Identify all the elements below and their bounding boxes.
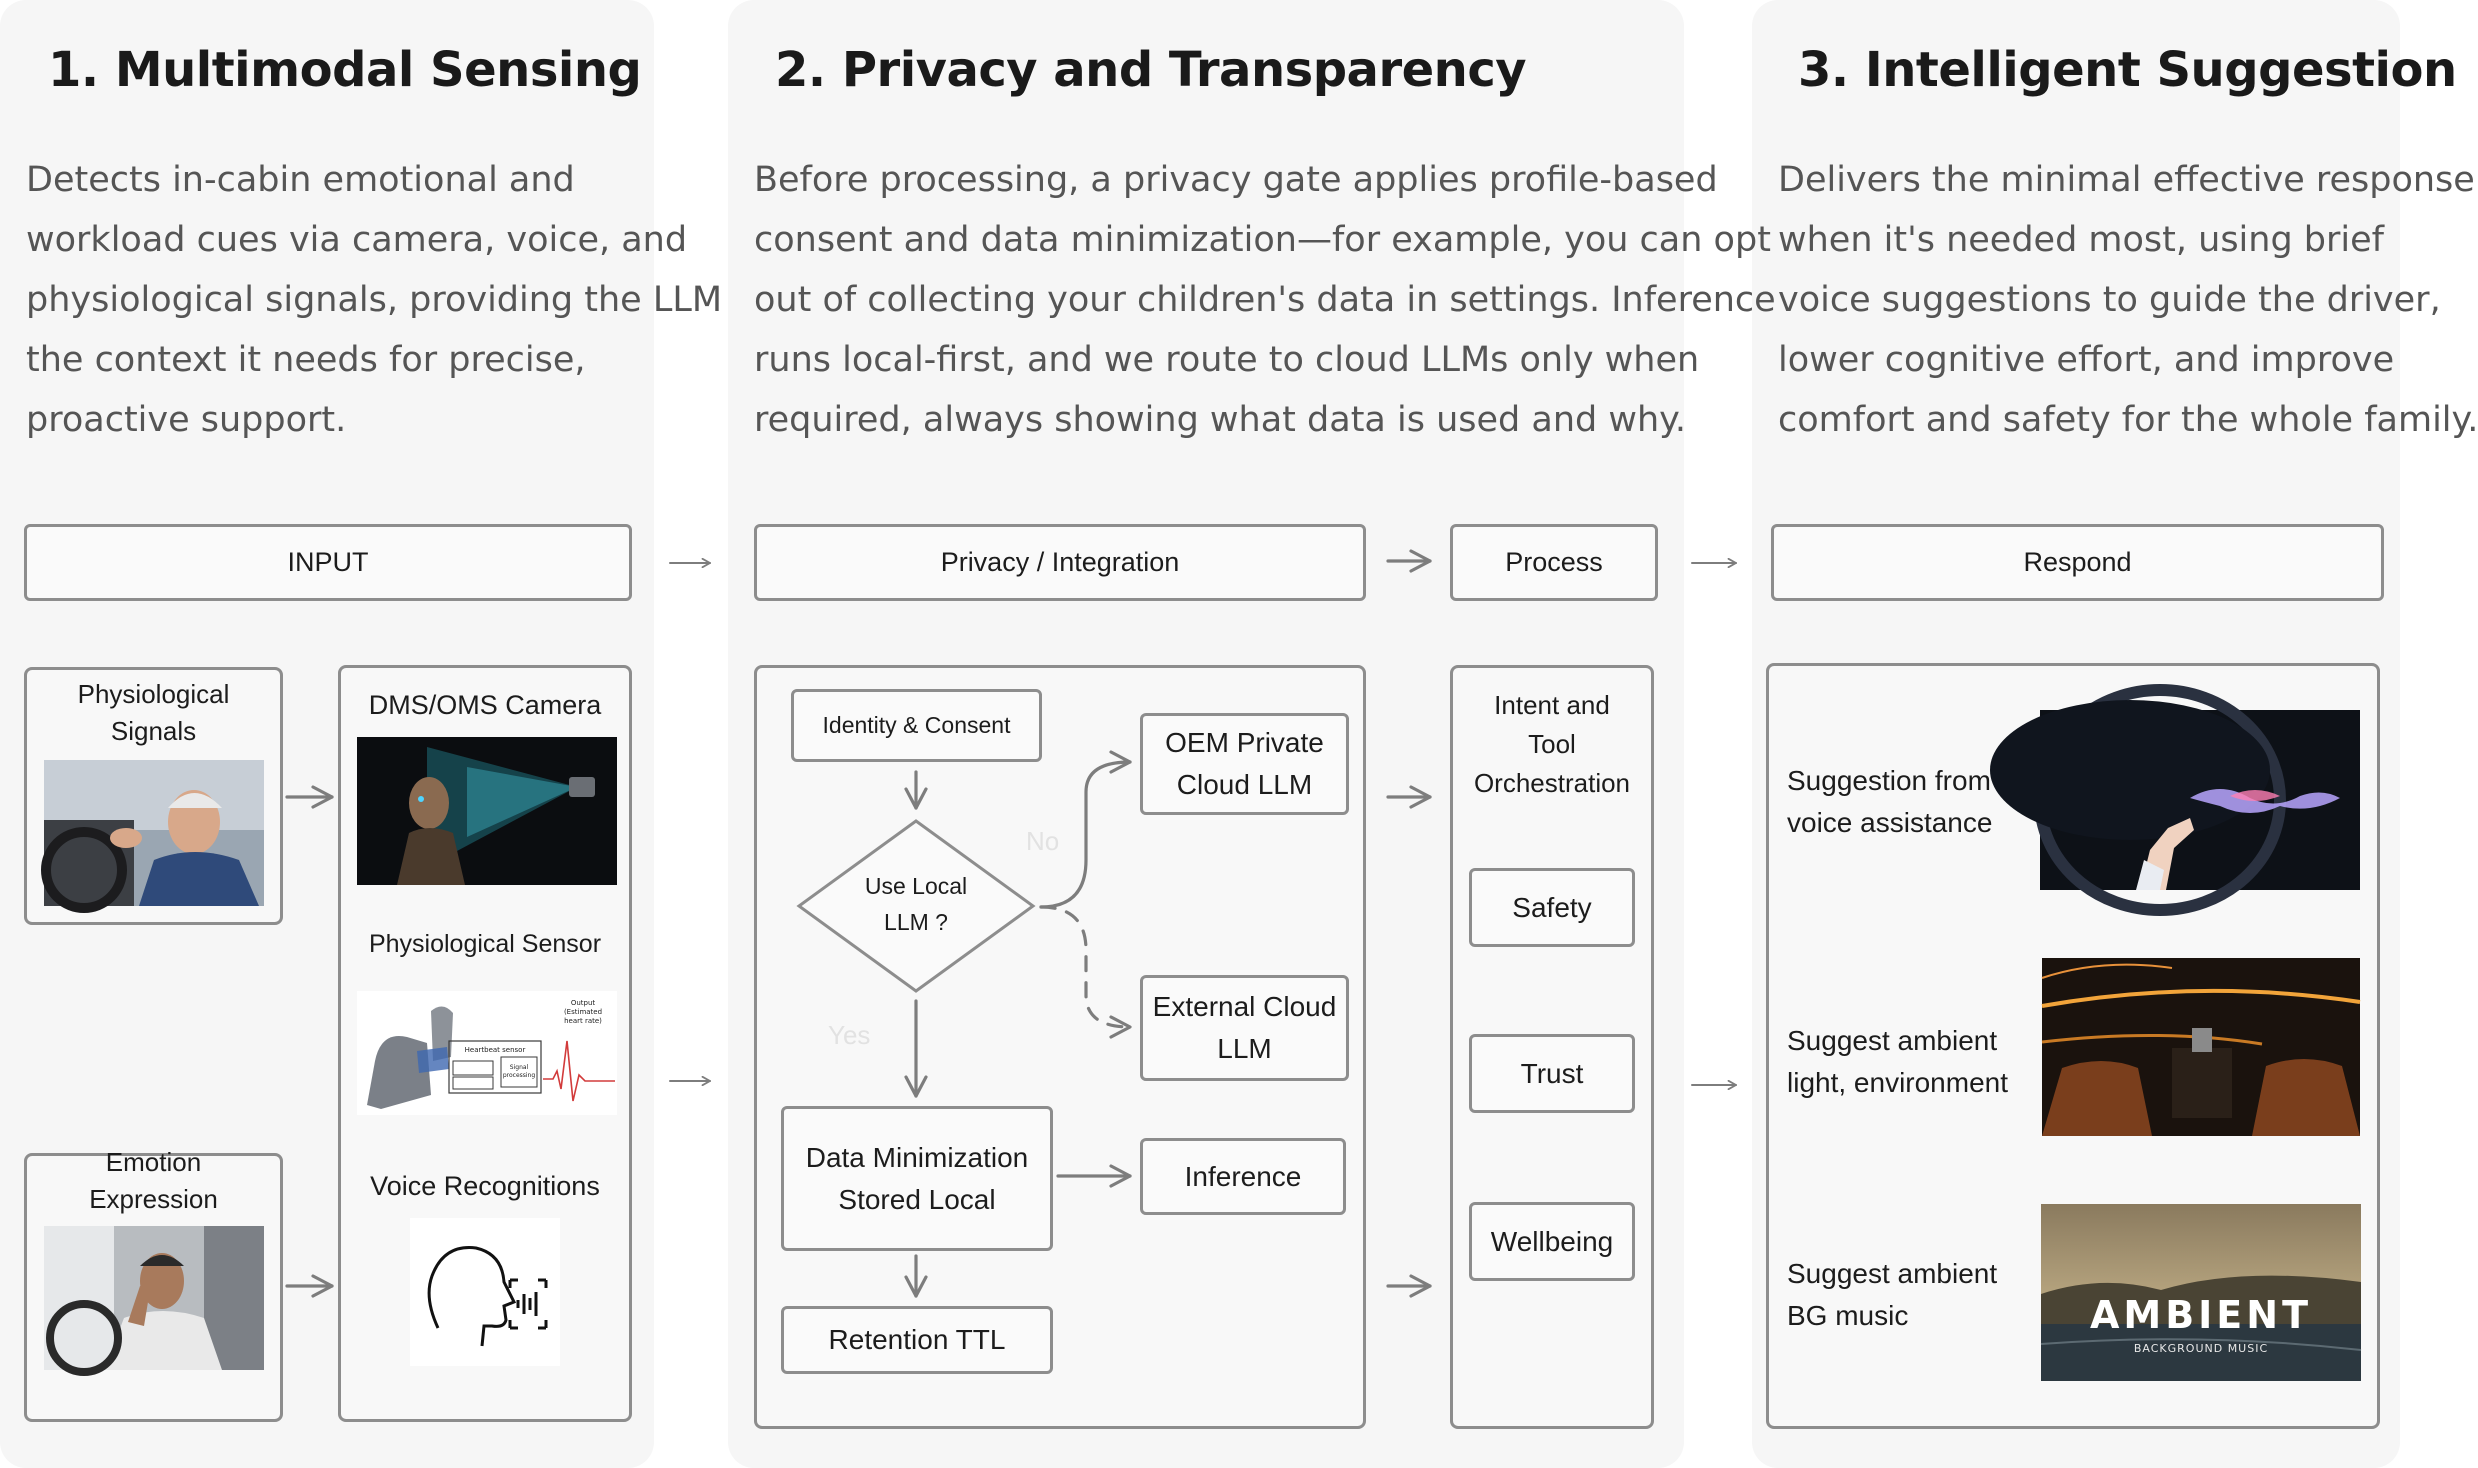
respond-header: Respond: [1771, 524, 2384, 601]
external-cloud-llm-box: External Cloud LLM: [1140, 975, 1349, 1081]
label-line: Tool: [1528, 729, 1576, 759]
label-line: LLM ?: [884, 909, 948, 935]
label-line: Data Minimization: [805, 1141, 1029, 1173]
label-line: Suggest ambient: [1787, 1258, 1998, 1289]
label-line: Expression: [89, 1184, 218, 1214]
ambient-light-suggestion-label: Suggest ambient light, environment: [1787, 1020, 2008, 1104]
wellbeing-box: Wellbeing: [1469, 1202, 1635, 1281]
desc-line: Delivers the minimal effective response: [1778, 160, 2475, 200]
process-header: Process: [1450, 524, 1658, 601]
label-line: Suggestion from: [1787, 765, 1991, 796]
input-header: INPUT: [24, 524, 632, 601]
data-minimization-box: Data Minimization Stored Local: [781, 1106, 1053, 1251]
desc-line: physiological signals, providing the LLM: [26, 280, 723, 320]
privacy-integration-header: Privacy / Integration: [754, 524, 1366, 601]
label-line: Intent and: [1494, 690, 1610, 720]
voice-assistant-photo: [1990, 684, 2360, 916]
inference-box: Inference: [1140, 1138, 1346, 1215]
desc-line: proactive support.: [26, 400, 347, 440]
physiological-sensor-diagram: Heartbeat sensor Signal processing Outpu…: [357, 991, 617, 1115]
label-line: Signals: [110, 716, 197, 746]
voice-recognitions-label: Voice Recognitions: [370, 1171, 600, 1201]
desc-line: Before processing, a privacy gate applie…: [754, 160, 1718, 200]
bg-music-suggestion-label: Suggest ambient BG music: [1787, 1253, 1997, 1337]
heartbeat-sensor-text: Heartbeat sensor: [465, 1046, 526, 1054]
desc-line: out of collecting your children's data i…: [754, 280, 1776, 320]
label-line: OEM Private: [1165, 727, 1324, 758]
desc-line: the context it needs for precise,: [26, 340, 586, 380]
output-text: (Estimated: [564, 1008, 602, 1016]
label-line: Orchestration: [1473, 768, 1631, 798]
output-text: heart rate): [564, 1017, 602, 1025]
label-line: Cloud LLM: [1176, 769, 1313, 800]
section-title-sensing: 1. Multimodal Sensing: [48, 42, 642, 98]
decision-label: Use Local LLM ?: [796, 868, 1036, 940]
intent-orchestration-label: Intent and Tool Orchestration: [1450, 686, 1654, 803]
dms-camera-image: [357, 737, 617, 885]
label-line: External Cloud: [1152, 991, 1337, 1022]
label-line: BG music: [1787, 1300, 1909, 1331]
desc-line: consent and data minimization—for exampl…: [754, 220, 1771, 260]
desc-line: runs local-first, and we route to cloud …: [754, 340, 1700, 380]
use-local-llm-decision: [796, 819, 1036, 993]
dms-oms-camera-label: DMS/OMS Camera: [368, 690, 602, 720]
stressed-driver-photo: [44, 1226, 264, 1376]
output-text: Output: [571, 999, 596, 1007]
signal-processing-text: Signal: [510, 1064, 529, 1071]
section-title-suggestion: 3. Intelligent Suggestion: [1798, 42, 2457, 98]
section-desc-privacy: Before processing, a privacy gate applie…: [754, 150, 1776, 450]
physiological-sensor-label: Physiological Sensor: [368, 930, 602, 958]
desc-line: lower cognitive effort, and improve: [1778, 340, 2395, 380]
label-line: Use Local: [864, 873, 968, 899]
ambient-subtitle-text: BACKGROUND MUSIC: [2134, 1342, 2268, 1355]
label-line: LLM: [1217, 1033, 1272, 1064]
section-desc-sensing: Detects in-cabin emotional and workload …: [26, 150, 722, 450]
voice-suggestion-label: Suggestion from voice assistance: [1787, 760, 1992, 844]
desc-line: Detects in-cabin emotional and: [26, 160, 575, 200]
section-title-privacy: 2. Privacy and Transparency: [775, 42, 1527, 98]
safety-box: Safety: [1469, 868, 1635, 947]
label-line: Physiological: [77, 679, 230, 709]
no-branch-label: No: [1026, 826, 1060, 856]
emotion-expression-label: Emotion Expression: [24, 1144, 283, 1218]
ambient-light-photo: [2041, 958, 2361, 1136]
label-line: light, environment: [1787, 1067, 2009, 1098]
section-desc-suggestion: Delivers the minimal effective response …: [1778, 150, 2478, 450]
ambient-title-text: AMBIENT: [2090, 1293, 2312, 1337]
signal-processing-text: processing: [503, 1072, 536, 1079]
label-line: Suggest ambient: [1787, 1025, 1998, 1056]
yes-branch-label: Yes: [828, 1020, 871, 1050]
voice-recognition-icon: [410, 1218, 560, 1366]
desc-line: voice suggestions to guide the driver,: [1778, 280, 2441, 320]
trust-box: Trust: [1469, 1034, 1635, 1113]
driver-shouting-photo: [41, 760, 264, 913]
label-line: voice assistance: [1787, 807, 1993, 838]
physiological-signals-label: Physiological Signals: [24, 676, 283, 750]
retention-ttl-box: Retention TTL: [781, 1306, 1053, 1374]
identity-consent-box: Identity & Consent: [791, 689, 1042, 762]
ambient-music-artwork: AMBIENT BACKGROUND MUSIC: [2040, 1204, 2362, 1381]
label-line: Emotion: [105, 1147, 202, 1177]
desc-line: when it's needed most, using brief: [1778, 220, 2384, 260]
desc-line: required, always showing what data is us…: [754, 400, 1686, 440]
oem-private-cloud-llm-box: OEM Private Cloud LLM: [1140, 713, 1349, 815]
desc-line: workload cues via camera, voice, and: [26, 220, 688, 260]
desc-line: comfort and safety for the whole family.: [1778, 400, 2478, 440]
label-line: Stored Local: [838, 1183, 996, 1215]
